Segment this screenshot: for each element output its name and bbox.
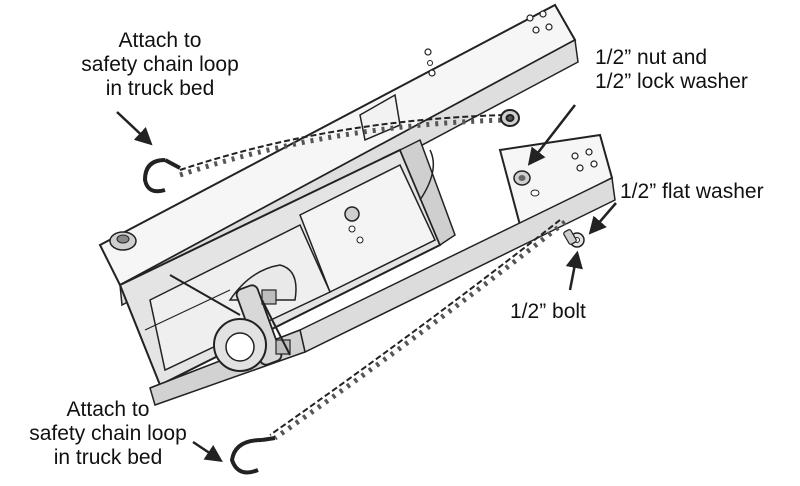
corner-bolt-icon <box>109 231 137 251</box>
callout-line: safety chain loop <box>81 53 239 76</box>
callout-top-chain-instruction: Attach to safety chain loop in truck bed <box>55 29 265 101</box>
callout-bolt: 1/2” bolt <box>510 300 586 323</box>
arrow-icon <box>192 440 223 462</box>
callout-line: in truck bed <box>105 77 215 100</box>
hook-icon <box>229 436 276 475</box>
callout-bottom-chain-instruction: Attach to safety chain loop in truck bed <box>8 398 208 470</box>
bolt-and-washer <box>563 229 585 248</box>
callout-line: safety chain loop <box>29 422 187 445</box>
callout-line: 1/2” nut and <box>595 46 708 69</box>
chain-end-bolt-icon <box>500 109 520 127</box>
nut-icon <box>513 170 531 186</box>
callout-nut-lock-washer: 1/2” nut and 1/2” lock washer <box>595 46 748 94</box>
arrow-icon <box>527 104 576 166</box>
callout-line: Attach to <box>66 398 150 421</box>
callout-line: in truck bed <box>53 446 163 469</box>
upper-safety-chain <box>142 109 520 194</box>
arrow-icon <box>116 111 153 146</box>
hook-icon <box>142 158 181 194</box>
callout-flat-washer: 1/2” flat washer <box>620 180 764 203</box>
hitch-receiver <box>213 264 297 372</box>
callout-arrows <box>116 104 617 462</box>
callout-line: Attach to <box>118 29 202 52</box>
lower-safety-chain <box>229 219 567 475</box>
arrow-icon <box>565 250 583 291</box>
bolt-icon <box>563 229 577 245</box>
callout-line: 1/2” lock washer <box>595 70 748 93</box>
arrow-icon <box>588 202 617 235</box>
